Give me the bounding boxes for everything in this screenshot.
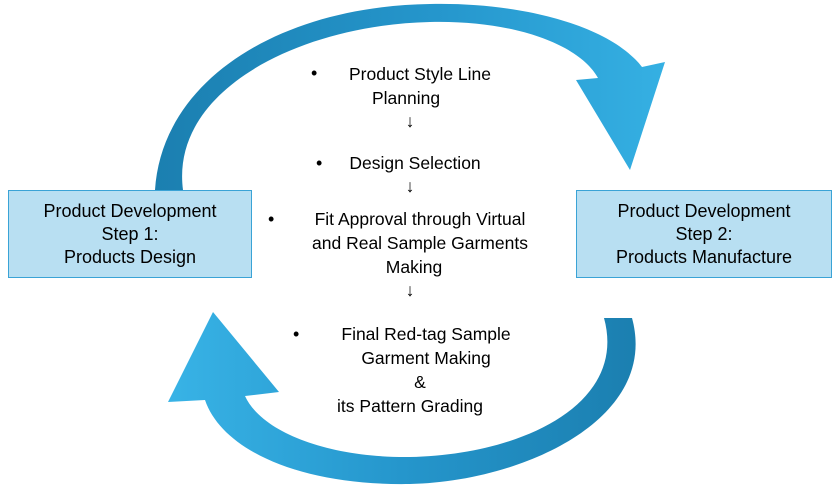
step-fit-approval-end: Making (385, 257, 443, 277)
step-red-tag-ampersand: & (414, 372, 426, 392)
down-arrow-3: ↓ (405, 280, 415, 300)
step-red-tag-sample-cont: Garment Making (361, 348, 491, 368)
step-style-line-planning: Product Style Line (348, 64, 492, 84)
step1-box: Product Development Step 1: Products Des… (8, 190, 252, 278)
top-cycle-arrow (155, 3, 665, 190)
step1-step: Step 1: (101, 223, 159, 244)
step1-title: Product Development (43, 200, 217, 221)
bullet-3: • (268, 209, 275, 229)
step-style-line-planning-cont: Planning (371, 88, 441, 108)
bullet-2: • (316, 153, 323, 173)
bullet-4: • (293, 324, 300, 344)
step2-title: Product Development (617, 200, 791, 221)
step2-step: Step 2: (675, 223, 733, 244)
step-pattern-grading: its Pattern Grading (337, 396, 483, 416)
step-red-tag-sample: Final Red-tag Sample (341, 324, 511, 344)
bottom-cycle-arrow (168, 312, 636, 485)
step-fit-approval-cont: and Real Sample Garments (312, 233, 528, 253)
step-fit-approval: Fit Approval through Virtual (314, 209, 526, 229)
step-design-selection: Design Selection (349, 153, 481, 173)
down-arrow-1: ↓ (405, 111, 415, 131)
bullet-1: • (311, 63, 318, 83)
step1-label: Products Design (63, 246, 197, 267)
step2-label: Products Manufacture (615, 246, 793, 267)
step2-box: Product Development Step 2: Products Man… (576, 190, 832, 278)
down-arrow-2: ↓ (405, 176, 415, 196)
